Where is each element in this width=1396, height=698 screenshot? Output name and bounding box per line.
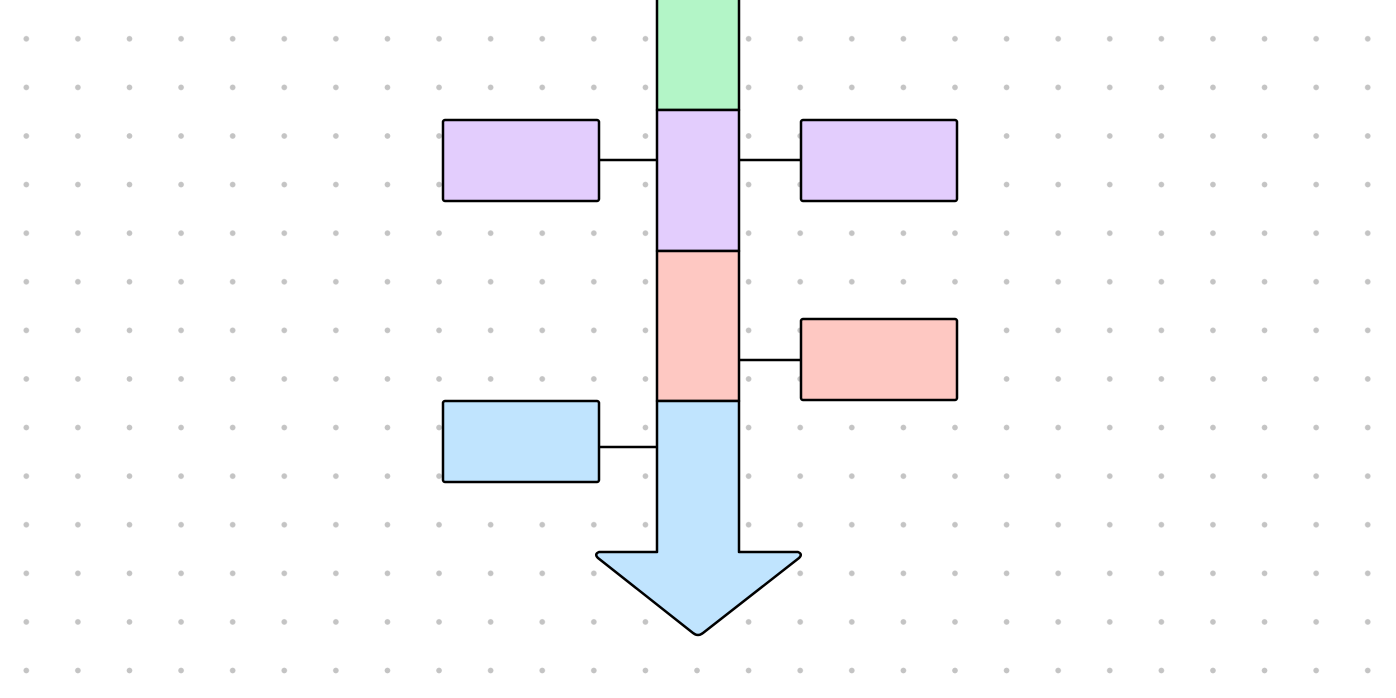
- spine-arrow-blue[interactable]: [595, 399, 802, 637]
- spine-segment-purple[interactable]: [655, 108, 741, 253]
- spine-segment-red[interactable]: [655, 249, 741, 403]
- side-box-red-right[interactable]: [799, 317, 959, 402]
- side-box-purple-left[interactable]: [441, 118, 601, 203]
- side-box-purple-right[interactable]: [799, 118, 959, 203]
- spine-segment-green[interactable]: [655, 0, 741, 112]
- side-box-blue-left[interactable]: [441, 399, 601, 484]
